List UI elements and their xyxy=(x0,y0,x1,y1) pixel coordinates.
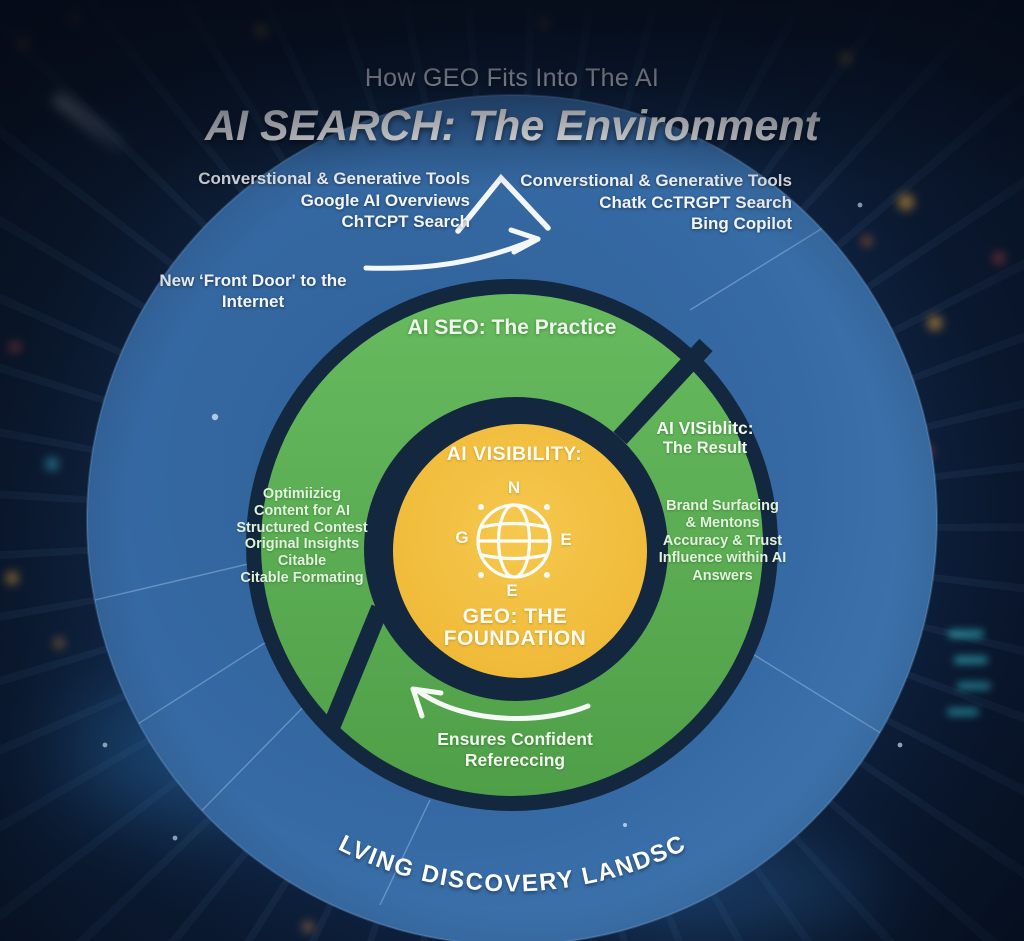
list-item: Influence within AI xyxy=(658,550,787,567)
note-line: Ensures Confident xyxy=(437,729,593,749)
list-item: Optimiizicg xyxy=(262,486,342,502)
list-item: Structured Contest xyxy=(236,519,368,536)
tools-line: Google AI Overviews xyxy=(300,190,470,210)
list-item: Content for AI xyxy=(253,502,351,519)
result-heading: AI VISiblitc: xyxy=(656,418,754,438)
front-door-line: Internet xyxy=(221,292,285,311)
geo-foundation-line: GEO: THE xyxy=(462,605,568,628)
result-right-list: Brand Surfacing & Mentons Accuracy & Tru… xyxy=(640,498,805,585)
tools-line: Converstional & Generative Tools xyxy=(198,169,470,188)
list-item: Brand Surfacing xyxy=(666,498,779,514)
ensures-referencing-note: Ensures Confident Refereccing xyxy=(412,729,618,771)
kicker-title: How GEO Fits Into The AI xyxy=(364,64,660,92)
compass-west-label: G xyxy=(455,528,469,547)
result-subheading: The Result xyxy=(662,439,748,457)
compass-north-label: N xyxy=(507,478,521,497)
front-door-line: New ‘Front Door' to the xyxy=(159,271,347,290)
right-tools-callout: Converstional & Generative Tools Chatk C… xyxy=(520,170,792,235)
geo-foundation-label: GEO: THE FOUNDATION xyxy=(397,606,633,649)
result-heading-block: AI VISiblitc: The Result xyxy=(625,418,785,458)
page-title: AI SEARCH: The Environment xyxy=(205,102,819,150)
list-item: Citable xyxy=(277,553,327,570)
tools-line: Chatk CcTRGPT Search xyxy=(599,192,792,212)
center-heading: AI VISIBILITY: xyxy=(446,443,583,465)
compass-south-label: E xyxy=(506,581,518,600)
list-item: Citable Formating xyxy=(240,569,364,586)
front-door-callout: New ‘Front Door' to the Internet xyxy=(143,270,363,312)
practice-left-list: Optimiizicg Content for AI Structured Co… xyxy=(212,486,392,587)
note-line: Refereccing xyxy=(464,750,566,770)
tools-line: Bing Copilot xyxy=(690,214,792,233)
tools-line: ChTCPT Search xyxy=(341,212,470,231)
geo-foundation-line: FOUNDATION xyxy=(443,626,587,650)
left-tools-callout: Converstional & Generative Tools Google … xyxy=(198,168,470,233)
list-item: Answers xyxy=(692,567,753,584)
tools-line: Converstional & Generative Tools xyxy=(520,171,792,190)
list-item: & Mentons xyxy=(685,515,760,532)
list-item: Original Insights xyxy=(244,536,360,553)
practice-ring-label: AI SEO: The Practice xyxy=(407,316,617,339)
compass-east-label: E xyxy=(560,530,572,549)
list-item: Accuracy & Trust xyxy=(662,532,783,549)
